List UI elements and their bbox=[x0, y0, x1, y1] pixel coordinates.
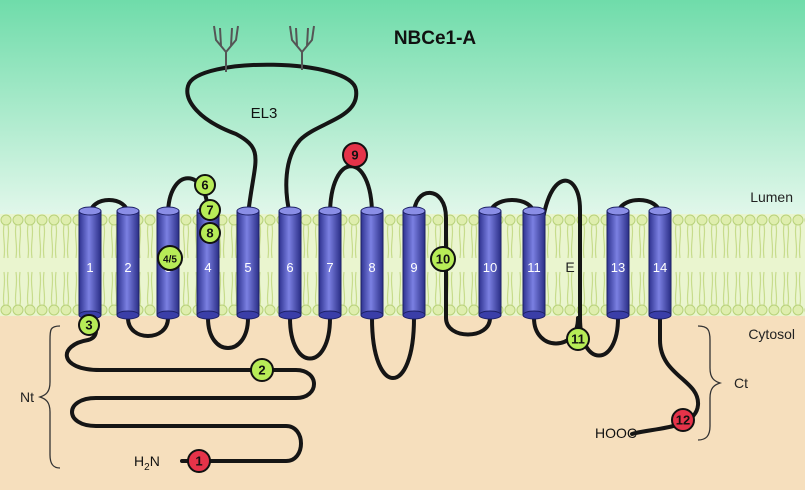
diagram-title: NBCe1-A bbox=[394, 28, 477, 49]
helix-label-10: 10 bbox=[483, 260, 497, 275]
glycosylation-tree-left bbox=[213, 25, 239, 72]
helix-1: 1 bbox=[78, 206, 102, 320]
helix-6: 6 bbox=[278, 206, 302, 320]
marker-8: 8 bbox=[199, 222, 221, 244]
helix-label-4: 4 bbox=[204, 260, 211, 275]
helix-label-12: E bbox=[565, 259, 574, 275]
helix-9: 9 bbox=[402, 206, 426, 320]
marker-7: 7 bbox=[199, 199, 221, 221]
marker-10: 10 bbox=[430, 246, 456, 272]
marker-label: 11 bbox=[571, 332, 585, 347]
helix-label-9: 9 bbox=[410, 260, 417, 275]
marker-11: 11 bbox=[566, 327, 590, 351]
marker-label: 6 bbox=[201, 178, 208, 193]
marker-3: 3 bbox=[78, 314, 100, 336]
helix-7: 7 bbox=[318, 206, 342, 320]
amino-terminus-label: H2N bbox=[134, 453, 160, 473]
marker-12: 12 bbox=[671, 408, 695, 432]
lumen-label: Lumen bbox=[750, 189, 793, 205]
cytosol-label: Cytosol bbox=[748, 326, 795, 342]
carboxyl-terminus-label: HOOC bbox=[595, 425, 637, 441]
n-terminus-bracket bbox=[37, 325, 61, 469]
c-terminus-region-label: Ct bbox=[734, 375, 748, 391]
lumen-region bbox=[0, 0, 805, 220]
marker-2: 2 bbox=[250, 358, 274, 382]
helix-label-8: 8 bbox=[368, 260, 375, 275]
marker-label: 3 bbox=[85, 318, 92, 333]
marker-45: 4/5 bbox=[157, 245, 183, 271]
cytosol-region bbox=[0, 300, 805, 490]
helix-label-13: 13 bbox=[611, 260, 625, 275]
marker-label: 8 bbox=[206, 226, 213, 241]
marker-label: 4/5 bbox=[163, 255, 177, 266]
glycosylation-tree-right bbox=[289, 25, 315, 70]
marker-label: 9 bbox=[351, 148, 358, 163]
helix-label-5: 5 bbox=[244, 260, 251, 275]
helix-label-11: 11 bbox=[527, 260, 541, 275]
helix-label-6: 6 bbox=[286, 260, 293, 275]
marker-label: 7 bbox=[206, 203, 213, 218]
helix-11: 11 bbox=[522, 206, 546, 320]
marker-label: 2 bbox=[258, 363, 265, 378]
helix-label-2: 2 bbox=[124, 260, 131, 275]
marker-label: 10 bbox=[436, 252, 450, 267]
loop-label-el3: EL3 bbox=[251, 105, 278, 122]
helix-5: 5 bbox=[236, 206, 260, 320]
marker-9: 9 bbox=[342, 142, 368, 168]
helix-12: E bbox=[565, 259, 574, 275]
helix-label-1: 1 bbox=[86, 260, 93, 275]
marker-label: 1 bbox=[195, 454, 202, 469]
helix-8: 8 bbox=[360, 206, 384, 320]
c-terminus-bracket bbox=[697, 325, 723, 441]
marker-6: 6 bbox=[194, 174, 216, 196]
helix-14: 14 bbox=[648, 206, 672, 320]
n-terminus-region-label: Nt bbox=[20, 389, 34, 405]
marker-label: 12 bbox=[676, 413, 690, 428]
helix-13: 13 bbox=[606, 206, 630, 320]
marker-1: 1 bbox=[187, 449, 211, 473]
helix-2: 2 bbox=[116, 206, 140, 320]
helix-label-14: 14 bbox=[653, 260, 667, 275]
helix-label-7: 7 bbox=[326, 260, 333, 275]
helix-layer: 1234567891011E1314 bbox=[78, 206, 672, 320]
helix-10: 10 bbox=[478, 206, 502, 320]
